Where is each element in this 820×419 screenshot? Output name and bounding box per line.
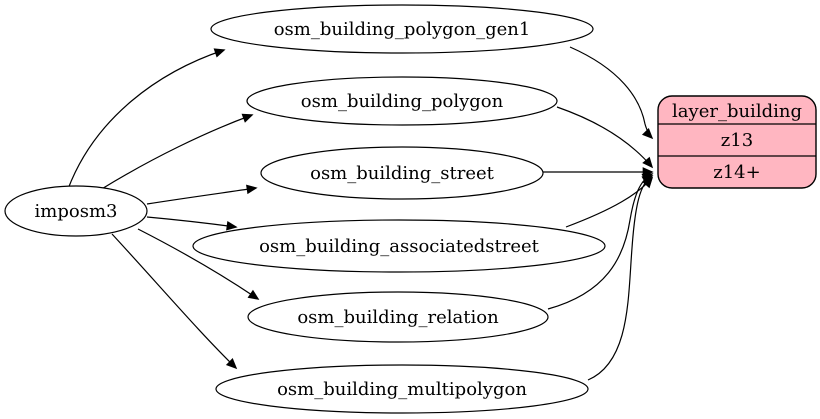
edge-osm-building-polygon-to-z14 <box>556 106 654 169</box>
layer-building-title: layer_building <box>672 101 802 122</box>
osm-building-multipolygon-ellipse <box>215 364 589 414</box>
edge-osm-building-multipolygon-to-z14 <box>587 175 654 381</box>
osm-building-polygon-ellipse <box>246 76 558 126</box>
node-osm-building-multipolygon: osm_building_multipolygon <box>215 364 589 414</box>
osm-building-relation-ellipse <box>247 291 549 343</box>
edge-imposm3-to-osm-building-multipolygon <box>111 233 238 370</box>
osm-building-relation-label: osm_building_relation <box>297 307 499 328</box>
node-imposm3: imposm3 <box>4 185 148 237</box>
imposm3-ellipse <box>4 185 148 237</box>
edge-imposm3-to-osm-building-associatedstreet <box>146 216 238 231</box>
osm-building-polygon-gen1-ellipse <box>210 4 594 54</box>
record-row-z13: z13 <box>721 130 753 151</box>
osm-building-polygon-label: osm_building_polygon <box>301 91 504 112</box>
osm-building-multipolygon-label: osm_building_multipolygon <box>277 379 527 400</box>
edge-imposm3-to-osm-building-relation <box>137 228 260 300</box>
node-osm-building-polygon-gen1: osm_building_polygon_gen1 <box>210 4 594 54</box>
imposm3-label: imposm3 <box>35 201 118 222</box>
node-osm-building-polygon: osm_building_polygon <box>246 76 558 126</box>
osm-building-street-label: osm_building_street <box>310 163 495 184</box>
node-osm-building-associatedstreet: osm_building_associatedstreet <box>192 219 606 273</box>
record-node-layer-building: layer_building z13 z14+ <box>657 95 817 189</box>
edge-osm-building-polygon-gen1-to-z13 <box>569 46 654 140</box>
osm-building-associatedstreet-ellipse <box>192 219 606 273</box>
edge-imposm3-to-osm-building-street <box>146 184 258 205</box>
record-row-z14plus: z14+ <box>713 162 760 183</box>
edge-osm-building-associatedstreet-to-z14 <box>565 176 654 228</box>
edge-imposm3-to-osm-building-polygon <box>99 113 254 191</box>
node-osm-building-relation: osm_building_relation <box>247 291 549 343</box>
nodes-layer: imposm3 osm_building_polygon_gen1 osm_buil… <box>4 4 817 414</box>
osm-building-associatedstreet-label: osm_building_associatedstreet <box>259 236 540 257</box>
edge-imposm3-to-osm-building-polygon-gen1 <box>67 48 226 190</box>
edge-osm-building-relation-to-z14 <box>547 173 654 310</box>
node-osm-building-street: osm_building_street <box>260 146 544 200</box>
osm-building-street-ellipse <box>260 146 544 200</box>
edges-layer <box>67 46 654 381</box>
layer-building-box <box>657 95 817 189</box>
osm-building-polygon-gen1-label: osm_building_polygon_gen1 <box>274 19 531 40</box>
